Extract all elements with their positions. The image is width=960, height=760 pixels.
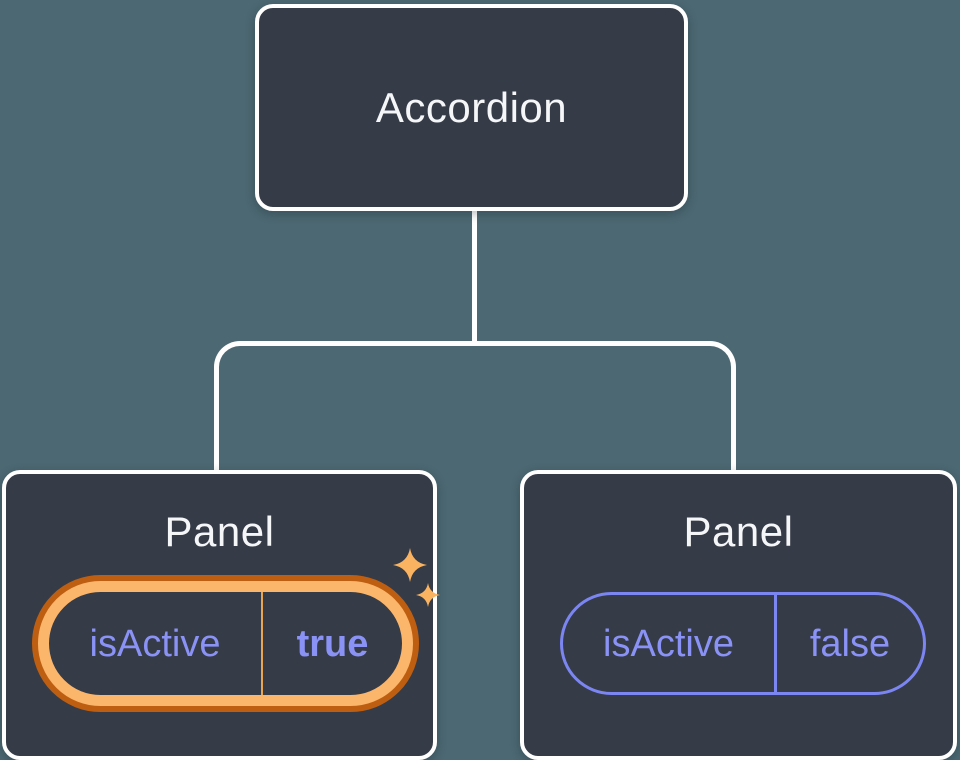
sparkle-small-icon — [416, 583, 440, 607]
state-pill-active: isActive true — [32, 575, 419, 712]
state-value: false — [809, 622, 891, 665]
panel-label: Panel — [164, 508, 275, 555]
sparkles-icon — [393, 548, 440, 607]
accordion-node: Accordion — [255, 4, 688, 211]
state-value-cell: false — [777, 595, 923, 692]
state-value-cell: true — [261, 592, 402, 695]
panel-node-inactive: Panel isActive false — [520, 470, 957, 760]
tree-branch-line — [214, 341, 736, 472]
state-key: isActive — [89, 622, 221, 665]
component-tree-diagram: Accordion Panel isActive true Panel isAc… — [2, 4, 957, 760]
panel-label: Panel — [683, 508, 794, 555]
state-key-cell: isActive — [49, 592, 261, 695]
state-pill-inactive: isActive false — [560, 592, 926, 695]
tree-stem-line — [472, 209, 477, 346]
state-key: isActive — [603, 622, 734, 665]
sparkle-large-icon — [393, 548, 427, 582]
state-key-cell: isActive — [563, 595, 777, 692]
accordion-label: Accordion — [375, 83, 568, 131]
state-pill-active-inner: isActive true — [49, 592, 402, 695]
state-value: true — [296, 622, 369, 665]
panel-node-active: Panel isActive true — [2, 470, 440, 760]
